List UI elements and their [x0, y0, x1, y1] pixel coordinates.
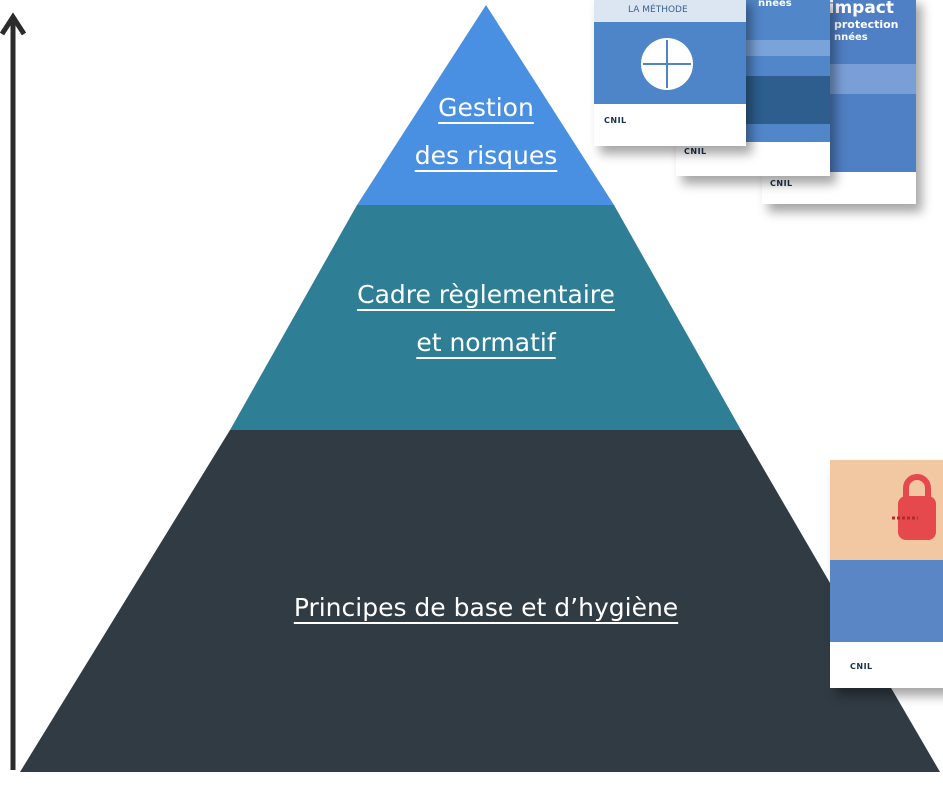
tier-label-top-line-1: Gestion [438, 93, 534, 122]
tier-label-middle-line-1: Cadre règlementaire [357, 280, 615, 309]
tier-label-principes-de-base[interactable]: Principes de base et d’hygiène [236, 584, 736, 632]
tier-label-gestion-des-risques[interactable]: Gestion des risques [386, 84, 586, 180]
cover-methode-title: LA MÉTHODE [628, 5, 688, 15]
cover-guide-thumbnail: CNIL [830, 460, 943, 688]
cover-guide-footer [830, 642, 943, 688]
cover-guide-lock-icon [892, 474, 936, 540]
axis-arrow-icon [0, 12, 27, 36]
cover-donnees-brand: CNIL [684, 147, 707, 156]
cover-guide-band [830, 560, 943, 642]
cover-methode-header [594, 0, 746, 22]
pyramid-tier-middle [230, 205, 741, 430]
cover-methode-footer [594, 104, 746, 146]
pyramid-tier-bottom [20, 430, 940, 772]
cover-donnees-title: nnées [758, 0, 792, 9]
tier-label-cadre-reglementaire[interactable]: Cadre règlementaire et normatif [316, 271, 656, 367]
cover-methode-thumbnail: LA MÉTHODE CNIL [594, 0, 746, 146]
cover-impact-subtitle: protection [834, 18, 899, 31]
cover-impact-brand: CNIL [770, 179, 793, 188]
cover-methode-circle-icon [641, 38, 693, 90]
cover-impact-title: d’impact [810, 0, 895, 18]
cover-impact-subtitle-2: nnées [834, 32, 868, 43]
cover-methode-brand: CNIL [604, 116, 627, 125]
tier-label-bottom-line-1: Principes de base et d’hygiène [293, 593, 679, 622]
cover-impact-footer [762, 172, 916, 204]
cover-donnees-footer [676, 142, 830, 176]
cover-guide-brand: CNIL [850, 662, 873, 671]
pyramid-tier-top [357, 5, 614, 205]
tier-label-top-line-2: des risques [414, 141, 558, 170]
tier-label-middle-line-2: et normatif [416, 328, 556, 357]
